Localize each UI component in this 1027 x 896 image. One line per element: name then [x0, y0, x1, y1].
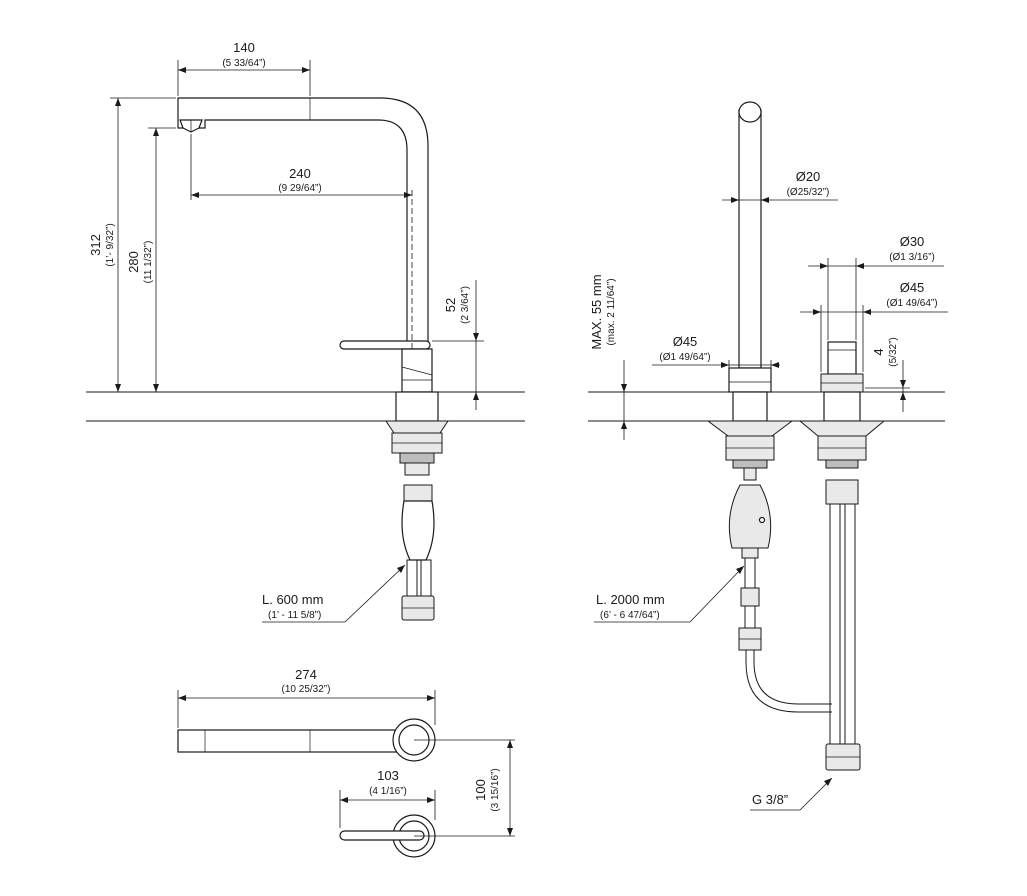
dim-280: 280 (11 1/32”): [126, 127, 176, 392]
front-hose-braid-2: [844, 503, 856, 745]
dim-4: 4 (5/32”): [865, 337, 910, 412]
dim-4-value: 4: [871, 348, 886, 355]
dim-d30-value: Ø30: [900, 234, 925, 249]
dim-100-value: 100: [473, 779, 488, 801]
dim-274: 274 (10 25/32”): [177, 667, 436, 728]
dim-103-imperial: (4 1/16”): [369, 786, 407, 797]
dim-140-imperial: (5 33/64”): [222, 58, 265, 69]
spray-hose-braid: [744, 557, 756, 589]
leader-hose-right: L. 2000 mm (6’ - 6 47/64”): [594, 565, 745, 623]
mixer-body: [401, 348, 433, 393]
front-spout-through: [732, 391, 768, 422]
dim-312-value: 312: [88, 234, 103, 256]
dim-312-imperial: (1’- 9/32”): [105, 223, 116, 266]
dim-274-imperial: (10 25/32”): [282, 684, 331, 695]
plan-view: 274 (10 25/32”) 103 (4 1/16”) 100 (3 15/…: [177, 667, 515, 858]
shank-left: [399, 452, 435, 464]
dim-240: 240 (9 29/64”): [190, 134, 413, 350]
spout-body: [177, 97, 429, 346]
spray-hose-curve-inner: [753, 650, 832, 705]
dim-max-55-imperial: (max. 2 11/64”): [606, 278, 617, 345]
front-spout-bracket: [706, 420, 794, 437]
lever-handle: [339, 340, 431, 350]
dim-d30: Ø30 (Ø1 3/16”): [808, 234, 944, 340]
pull-out-weight: [728, 484, 772, 549]
hose-bulge: [401, 500, 435, 561]
dim-280-imperial: (11 1/32”): [143, 241, 154, 284]
front-spout-tip: [738, 101, 762, 123]
hose-left-imperial: (1’ - 11 5/8”): [268, 610, 321, 621]
dim-52-value: 52: [443, 298, 458, 312]
hose-right-imperial: (6’ - 6 47/64”): [600, 610, 660, 621]
dim-274-value: 274: [295, 667, 317, 682]
body-line-1: [401, 366, 433, 376]
thread-value: G 3/8”: [752, 792, 788, 807]
underside-bracket: [385, 420, 449, 434]
weight-screw: [758, 516, 766, 524]
leader-thread: G 3/8”: [750, 777, 833, 811]
dim-103-value: 103: [377, 768, 399, 783]
hose-connector-top: [403, 484, 433, 502]
dim-100: 100 (3 15/16”): [473, 740, 513, 836]
dim-103: 103 (4 1/16”): [339, 768, 436, 828]
hose-right-value: L. 2000 mm: [596, 592, 665, 607]
dim-max-55: MAX. 55 mm (max. 2 11/64”): [589, 274, 627, 440]
front-spout-ring: [732, 459, 768, 469]
front-elevation-view: Ø20 (Ø25/32”) Ø45 (Ø1 49/64”) Ø30 (Ø1 3/…: [588, 101, 948, 811]
dim-d45-spout-value: Ø45: [673, 334, 698, 349]
spray-hose-curve: [745, 650, 832, 713]
dim-4-imperial: (5/32”): [888, 337, 899, 366]
leader-hose-left: L. 600 mm (1’ - 11 5/8”): [262, 564, 406, 623]
dim-312: 312 (1’- 9/32”): [88, 97, 176, 392]
hose-braid-right: [420, 559, 432, 597]
plan-lever: [339, 830, 425, 841]
front-spout-base: [728, 367, 772, 393]
side-elevation-view: 140 (5 33/64”) 240 (9 29/64”) 312 (1’- 9…: [86, 40, 525, 623]
dim-140-value: 140: [233, 40, 255, 55]
dim-d45-handle-value: Ø45: [900, 280, 925, 295]
dim-140: 140 (5 33/64”): [177, 40, 311, 96]
dim-52-imperial: (2 3/64”): [460, 286, 471, 324]
dim-d20-imperial: (Ø25/32”): [787, 187, 830, 198]
front-handle-ring: [825, 459, 859, 469]
spray-hose-braid-2: [744, 605, 756, 629]
front-hose-braid-1: [829, 503, 841, 745]
front-handle-bracket: [798, 420, 886, 437]
dim-280-value: 280: [126, 251, 141, 273]
weight-bottom: [741, 547, 759, 559]
dim-240-value: 240: [289, 166, 311, 181]
front-hose-connector: [825, 479, 859, 505]
dim-240-imperial: (9 29/64”): [278, 183, 321, 194]
dim-100-imperial: (3 15/16”): [490, 768, 501, 811]
dim-max-55-value: MAX. 55 mm: [589, 274, 604, 349]
hose-left-value: L. 600 mm: [262, 592, 323, 607]
spray-hose-fitting: [740, 587, 760, 607]
front-handle-top: [827, 341, 857, 375]
shank-ring: [404, 462, 430, 476]
hose-braid-left: [406, 559, 418, 597]
mixer-base: [395, 391, 439, 422]
dim-d20-value: Ø20: [796, 169, 821, 184]
dim-52: 52 (2 3/64”): [432, 280, 484, 410]
front-spout-shank: [743, 467, 757, 481]
front-spout: [738, 102, 762, 369]
dim-d45-spout: Ø45 (Ø1 49/64”): [652, 334, 780, 368]
front-handle-through: [823, 391, 861, 422]
dim-d20: Ø20 (Ø25/32”): [722, 169, 838, 203]
plan-spout: [177, 729, 413, 753]
dim-d30-imperial: (Ø1 3/16”): [889, 252, 935, 263]
dim-d45-handle: Ø45 (Ø1 49/64”): [800, 280, 948, 372]
dim-d45-spout-imperial: (Ø1 49/64”): [659, 352, 710, 363]
dim-d45-handle-imperial: (Ø1 49/64”): [886, 298, 937, 309]
